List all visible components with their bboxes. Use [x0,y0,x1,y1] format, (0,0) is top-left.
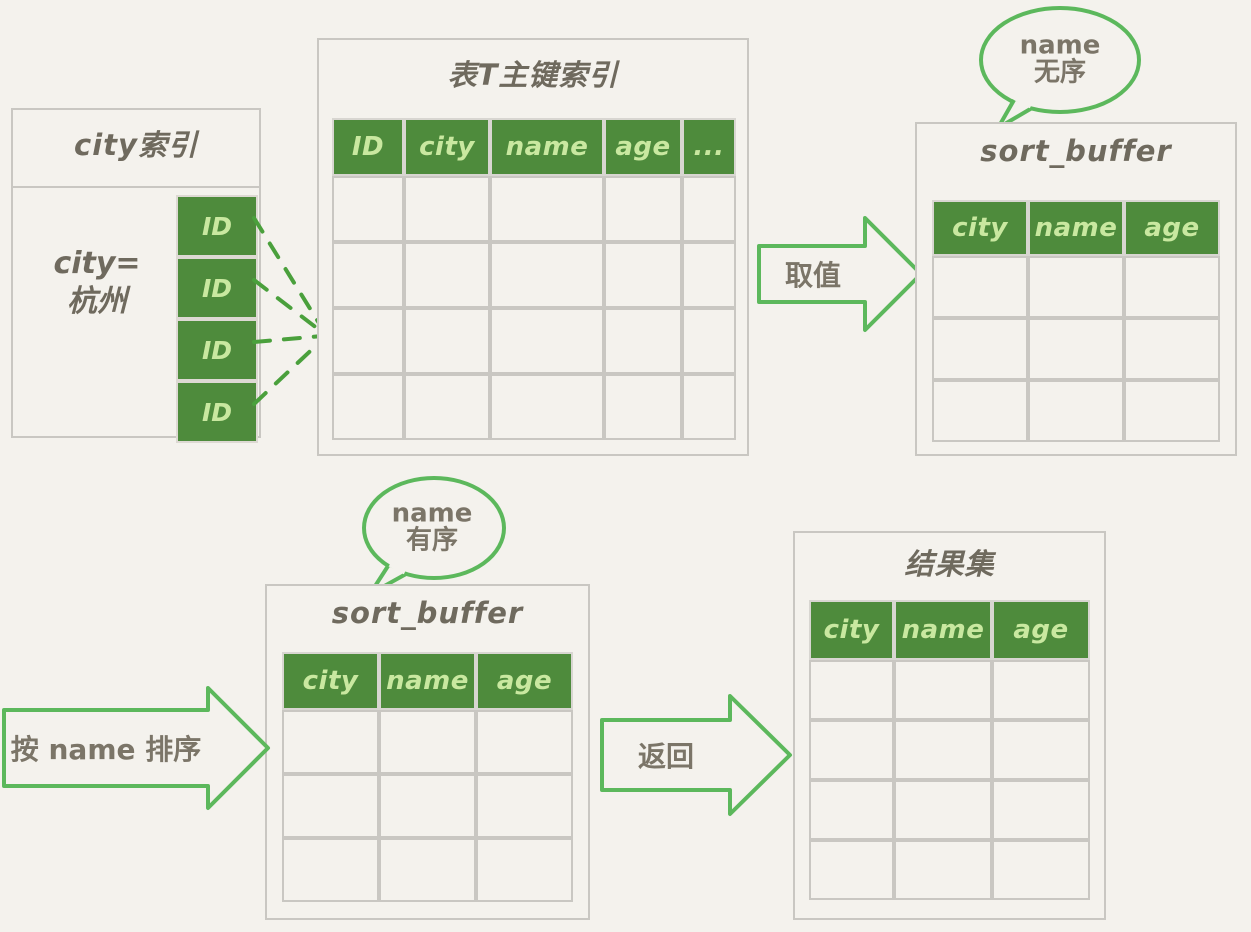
table-cell [1124,380,1220,442]
table-cell [604,242,682,308]
name-sorted-callout: name 有序 [356,474,508,600]
index-to-table-connectors [252,216,324,406]
table-cell [894,840,992,900]
table-cell [332,242,404,308]
city-index-id-cell: ID [176,195,258,257]
table-cell [404,374,490,440]
city-index-id-cell: ID [176,381,258,443]
column-header-age: age [604,118,682,176]
table-cell [379,838,476,902]
table-cell [682,176,736,242]
column-header-city: city [809,600,894,660]
table-cell [604,374,682,440]
table-cell [490,176,604,242]
city-condition-label: city= 杭州 [53,246,141,319]
column-header-more: ... [682,118,736,176]
result-set-grid: city name age [809,600,1090,902]
column-header-id: ID [332,118,404,176]
city-index-divider [13,186,259,188]
table-cell [282,838,379,902]
table-cell [282,710,379,774]
sort-buffer-unsorted-title: sort_buffer [980,134,1172,168]
city-index-id-cell: ID [176,257,258,319]
table-cell [379,710,476,774]
table-cell [1124,256,1220,318]
sort-buffer-sorted-grid: city name age [282,652,573,904]
sort-arrow [2,686,270,810]
sort-buffer-sorted-title: sort_buffer [331,596,524,630]
table-cell [682,242,736,308]
table-cell [1028,256,1124,318]
table-cell [332,176,404,242]
table-cell [809,720,894,780]
column-header-age: age [992,600,1090,660]
table-cell [992,840,1090,900]
table-cell [1124,318,1220,380]
column-header-name: name [490,118,604,176]
table-cell [894,660,992,720]
table-cell [894,780,992,840]
table-cell [1028,380,1124,442]
column-header-city: city [932,200,1028,256]
primary-table-grid: ID city name age ... [332,118,736,440]
table-cell [932,380,1028,442]
fetch-arrow-label: 取值 [784,259,841,292]
table-cell [404,176,490,242]
name-unsorted-callout: name 无序 [976,4,1144,134]
sort-buffer-unsorted-grid: city name age [932,200,1220,442]
primary-table-title: 表T主键索引 [447,58,619,92]
table-cell [992,660,1090,720]
column-header-city: city [282,652,379,710]
table-cell [476,710,573,774]
table-cell [682,308,736,374]
column-header-name: name [379,652,476,710]
column-header-name: name [1028,200,1124,256]
table-cell [992,720,1090,780]
result-set-title: 结果集 [904,547,995,581]
table-cell [490,308,604,374]
table-cell [332,374,404,440]
table-cell [809,660,894,720]
fetch-arrow [757,214,923,334]
table-cell [282,774,379,838]
table-cell [476,774,573,838]
table-cell [992,780,1090,840]
table-cell [809,780,894,840]
table-cell [404,242,490,308]
table-cell [809,840,894,900]
table-cell [476,838,573,902]
sort-arrow-label: 按 name 排序 [10,733,202,766]
table-cell [404,308,490,374]
table-cell [379,774,476,838]
table-cell [932,256,1028,318]
table-cell [1028,318,1124,380]
column-header-city: city [404,118,490,176]
return-arrow-label: 返回 [637,740,694,773]
table-cell [490,242,604,308]
city-index-id-cell: ID [176,319,258,381]
table-cell [604,308,682,374]
table-cell [894,720,992,780]
column-header-age: age [1124,200,1220,256]
table-cell [490,374,604,440]
table-cell [604,176,682,242]
table-cell [682,374,736,440]
table-cell [932,318,1028,380]
return-arrow [600,692,792,818]
column-header-age: age [476,652,573,710]
table-cell [332,308,404,374]
column-header-name: name [894,600,992,660]
city-index-title: city索引 [74,128,198,162]
